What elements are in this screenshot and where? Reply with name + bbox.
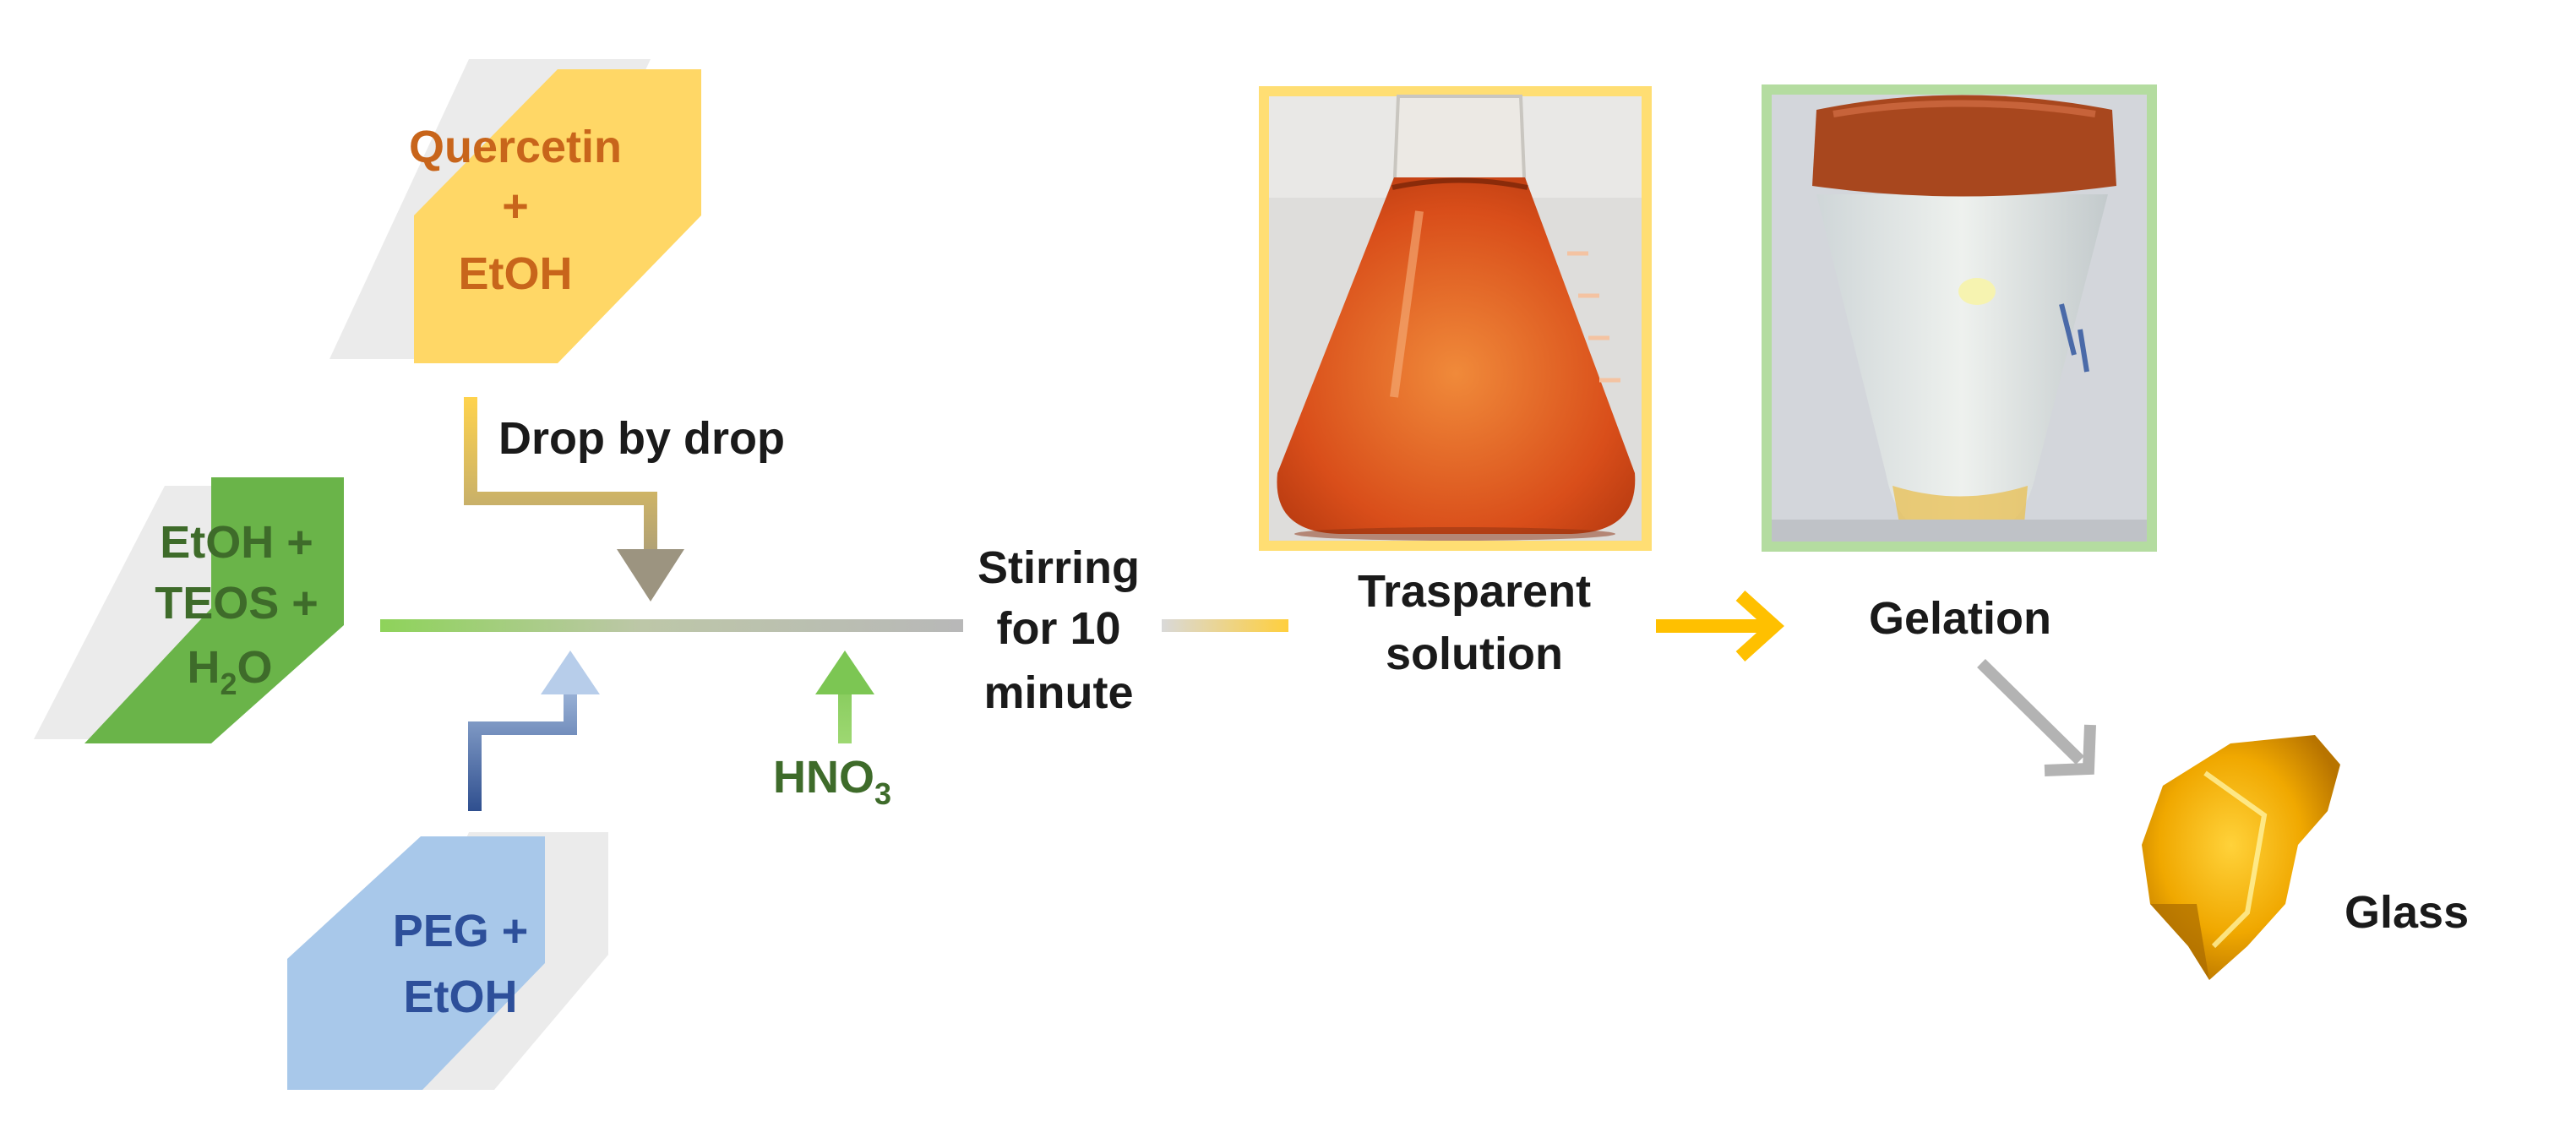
hno3-arrow-head — [815, 651, 874, 694]
drop-label: Drop by drop — [498, 413, 785, 464]
solution-label-line2: solution — [1386, 629, 1563, 679]
peg-arrow-shaft — [468, 686, 577, 811]
quercetin-label-line3: EtOH — [459, 248, 573, 299]
gelation-arrow — [1656, 591, 1784, 662]
teos-label-line2: TEOS + — [155, 578, 319, 629]
teos-label-line1: EtOH + — [160, 517, 313, 568]
glass-arrow-head — [2044, 724, 2096, 776]
glass-piece-shade — [2150, 904, 2209, 980]
hno3-main-text: HNO — [773, 752, 874, 803]
gel-flask-body — [1816, 194, 2108, 536]
flask-graduation-marks — [1567, 251, 1620, 383]
flask-glass-highlight — [1390, 210, 1424, 398]
reagent-quercetin: Quercetin + EtOH — [329, 59, 701, 363]
drop-arrow-shaft — [464, 397, 657, 562]
flask-body-liquid — [1277, 177, 1636, 534]
glass-arrow-shaft — [1977, 659, 2084, 765]
peg-label-line1: PEG + — [393, 906, 529, 956]
drop-arrow-head — [617, 549, 684, 602]
gel-photo-floor — [1772, 520, 2147, 542]
hno3-sub-text: 3 — [874, 776, 891, 811]
teos-label-line3: H2O — [187, 642, 272, 701]
reagent-teos: EtOH + TEOS + H2O — [34, 477, 344, 743]
hno3-arrow-shaft — [838, 684, 852, 743]
glass-arrow — [1977, 659, 2096, 776]
stirring-label-line1: Stirring — [978, 542, 1140, 593]
gelation-arrow-shaft — [1656, 619, 1766, 633]
glass-label: Glass — [2345, 887, 2469, 938]
peg-arrow-head — [541, 651, 600, 694]
hno3-arrow — [815, 651, 874, 743]
gelation-arrow-head — [1735, 591, 1784, 662]
reagent-peg: PEG + EtOH — [287, 832, 608, 1090]
quercetin-shape — [414, 69, 701, 363]
peg-shape — [287, 836, 545, 1090]
peg-arrow — [468, 651, 600, 811]
gel-glow — [1958, 278, 1996, 305]
teos-o-text: O — [237, 642, 273, 693]
solution-label-line1: Trasparent — [1358, 566, 1591, 617]
teos-sub-text: 2 — [220, 667, 237, 701]
peg-label-line2: EtOH — [404, 972, 518, 1022]
gel-photo — [1762, 84, 2157, 552]
stirring-label-line2: for 10 — [996, 603, 1120, 654]
hno3-label: HNO3 — [773, 752, 891, 811]
quercetin-label-line2: + — [502, 181, 529, 231]
glass-piece — [2142, 735, 2340, 980]
flask-base-shadow — [1294, 527, 1615, 541]
teos-h-text: H — [187, 642, 220, 693]
quercetin-label-line1: Quercetin — [409, 122, 622, 172]
teos-shape — [84, 477, 344, 743]
stirring-output-line — [1162, 619, 1288, 632]
flask-liquid-surface — [1391, 177, 1528, 190]
gel-cap — [1812, 95, 2116, 197]
flask-photo — [1259, 86, 1652, 551]
gelation-label: Gelation — [1869, 593, 2051, 644]
gel-label-marks — [2059, 303, 2089, 373]
gel-cap-highlight — [1833, 100, 2096, 117]
drop-arrow — [464, 397, 684, 602]
glass-piece-body — [2142, 735, 2340, 980]
stirring-label-line3: minute — [983, 667, 1133, 718]
main-process-line — [380, 619, 963, 632]
glass-piece-facet — [2203, 770, 2268, 949]
